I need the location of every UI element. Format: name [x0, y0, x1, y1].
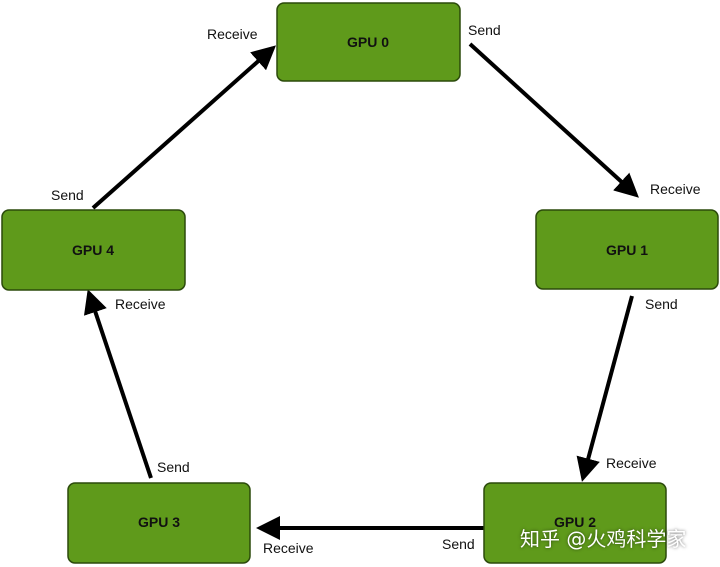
- gpu-node-0: GPU 0: [276, 2, 461, 82]
- watermark-text: 知乎 @火鸡科学家: [520, 527, 687, 551]
- gpu1-send-label: Send: [645, 296, 678, 312]
- arrow-gpu3-to-gpu4: [83, 289, 153, 479]
- gpu-node-1: GPU 1: [535, 209, 719, 290]
- gpu-node-2-label: GPU 2: [554, 514, 596, 530]
- gpu2-receive-label: Receive: [606, 455, 657, 471]
- gpu-node-3-label: GPU 3: [138, 514, 180, 530]
- arrow-gpu4-to-gpu0: [91, 45, 276, 210]
- gpu3-send-label: Send: [157, 459, 190, 475]
- gpu0-send-label: Send: [468, 22, 501, 38]
- gpu-node-4-label: GPU 4: [72, 242, 114, 258]
- gpu-node-2: GPU 2: [483, 482, 667, 564]
- arrow-gpu1-to-gpu2: [576, 295, 634, 482]
- gpu4-receive-label: Receive: [115, 296, 166, 312]
- gpu1-receive-label: Receive: [650, 181, 701, 197]
- arrow-gpu0-to-gpu1: [468, 42, 639, 198]
- gpu-node-4: GPU 4: [1, 209, 186, 291]
- gpu-node-1-label: GPU 1: [606, 242, 648, 258]
- gpu3-receive-label: Receive: [263, 540, 314, 556]
- gpu4-send-label: Send: [51, 187, 84, 203]
- gpu-node-3: GPU 3: [67, 482, 251, 564]
- gpu-node-0-label: GPU 0: [347, 34, 389, 50]
- gpu2-send-label: Send: [442, 536, 475, 552]
- gpu0-receive-label: Receive: [207, 26, 258, 42]
